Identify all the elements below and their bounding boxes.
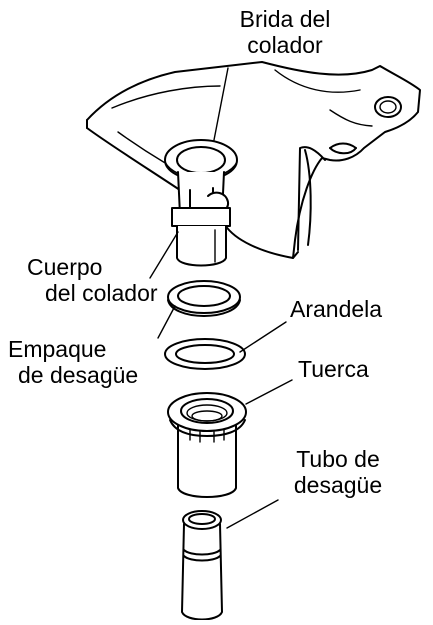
drain-tube (181, 510, 223, 621)
strainer-body (171, 171, 231, 267)
label-drain-gasket-line1: Empaque (8, 336, 107, 362)
washer (164, 338, 246, 370)
label-strainer-body-line1: Cuerpo (27, 254, 103, 280)
label-strainer-flange-line1: Brida del (239, 6, 331, 32)
label-drain-gasket: Empaque de desagüe (8, 336, 138, 388)
label-strainer-body: Cuerpo del colador (24, 254, 158, 306)
label-strainer-body-line2: del colador (45, 280, 158, 306)
leader-strainer-flange (213, 67, 229, 141)
label-drain-gasket-line2: de desagüe (18, 362, 139, 388)
drain-gasket (167, 280, 241, 317)
nut (167, 392, 247, 498)
leader-washer (239, 321, 287, 353)
label-washer: Arandela (290, 296, 383, 322)
sink-basin (86, 61, 421, 259)
leader-nut (245, 379, 293, 405)
label-strainer-flange-line2: colador (247, 32, 323, 58)
leader-strainer-body (149, 231, 179, 279)
label-strainer-flange: Brida del colador (220, 6, 350, 58)
leader-drain-tube (226, 499, 279, 529)
label-drain-tube: Tubo de desagüe (268, 446, 408, 498)
leader-drain-gasket (157, 305, 176, 339)
label-drain-tube-line2: desagüe (293, 472, 383, 498)
leader-lines (149, 67, 293, 529)
label-drain-tube-line1: Tubo de (296, 446, 380, 472)
label-nut: Tuerca (298, 356, 369, 382)
